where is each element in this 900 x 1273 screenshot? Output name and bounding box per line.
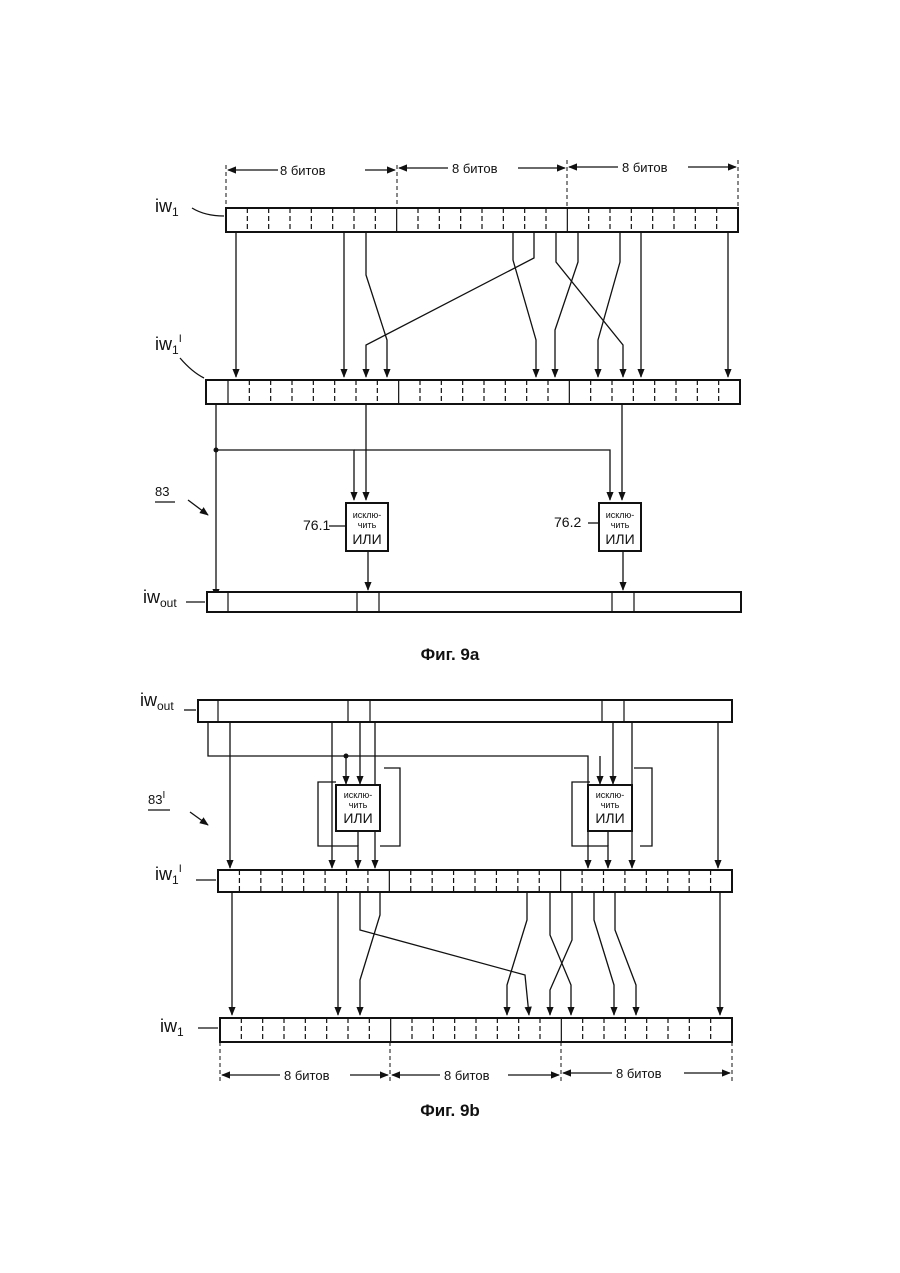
dimension-label-b-1: 8 битов — [284, 1068, 330, 1083]
bit-dimension-lines-a: 8 битов 8 битов 8 битов — [226, 160, 738, 210]
svg-text:83I: 83I — [148, 790, 165, 807]
gate-ref-76-1: 76.1 — [303, 517, 330, 533]
xor-network-a — [214, 404, 624, 597]
svg-text:чить: чить — [358, 520, 377, 530]
register-label-iw1-a: iw1 — [155, 196, 179, 219]
dimension-label-a-3: 8 битов — [622, 160, 668, 175]
register-label-iw1-prime-b: iw1I — [155, 863, 182, 887]
caption-9a: Фиг. 9a — [421, 645, 480, 664]
block-ref-83: 83 — [155, 484, 208, 515]
svg-text:исклю-: исклю- — [606, 510, 635, 520]
figure-9a: 8 битов 8 битов 8 битов iw1 iw1I — [143, 160, 741, 664]
figure-9b: iwout исклю- чить — [140, 690, 732, 1120]
xor-gate-b-1: исклю- чить ИЛИ — [336, 785, 380, 831]
svg-text:чить: чить — [611, 520, 630, 530]
dimension-label-a-1: 8 битов — [280, 163, 326, 178]
register-label-iwout-a: iwout — [143, 587, 177, 610]
register-label-iw1-b: iw1 — [160, 1016, 184, 1039]
svg-text:исклю-: исклю- — [344, 790, 373, 800]
svg-text:чить: чить — [349, 800, 368, 810]
dimension-label-b-3: 8 битов — [616, 1066, 662, 1081]
register-iwout-b: iwout — [140, 690, 732, 722]
register-iw1-prime-b: iw1I — [155, 863, 732, 892]
register-iw1-prime-a: iw1I — [155, 333, 740, 404]
svg-text:чить: чить — [601, 800, 620, 810]
xor-gate-76-2: исклю- чить ИЛИ 76.2 — [554, 503, 641, 551]
svg-text:исклю-: исклю- — [353, 510, 382, 520]
dimension-label-b-2: 8 битов — [444, 1068, 490, 1083]
svg-text:ИЛИ: ИЛИ — [343, 810, 372, 826]
caption-9b: Фиг. 9b — [420, 1101, 480, 1120]
register-iwout-a: iwout — [143, 587, 741, 612]
xor-network-b — [208, 722, 718, 868]
xor-gate-b-2: исклю- чить ИЛИ — [588, 785, 632, 831]
xor-gate-76-1: исклю- чить ИЛИ 76.1 — [303, 503, 388, 551]
block-ref-83-prime: 83I — [148, 790, 208, 825]
svg-text:ИЛИ: ИЛИ — [605, 531, 634, 547]
svg-text:83: 83 — [155, 484, 169, 499]
permutation-wires-a — [236, 232, 728, 377]
bit-dimension-lines-b: 8 битов 8 битов 8 битов — [220, 1042, 732, 1083]
svg-text:ИЛИ: ИЛИ — [595, 810, 624, 826]
gate-ref-76-2: 76.2 — [554, 514, 581, 530]
register-iw1-b: iw1 — [160, 1016, 732, 1042]
dimension-label-a-2: 8 битов — [452, 161, 498, 176]
permutation-wires-b — [232, 892, 720, 1015]
register-iw1-a: iw1 — [155, 196, 738, 232]
register-label-iw1-prime-a: iw1I — [155, 333, 182, 357]
svg-text:ИЛИ: ИЛИ — [352, 531, 381, 547]
svg-text:исклю-: исклю- — [596, 790, 625, 800]
register-label-iwout-b: iwout — [140, 690, 174, 713]
